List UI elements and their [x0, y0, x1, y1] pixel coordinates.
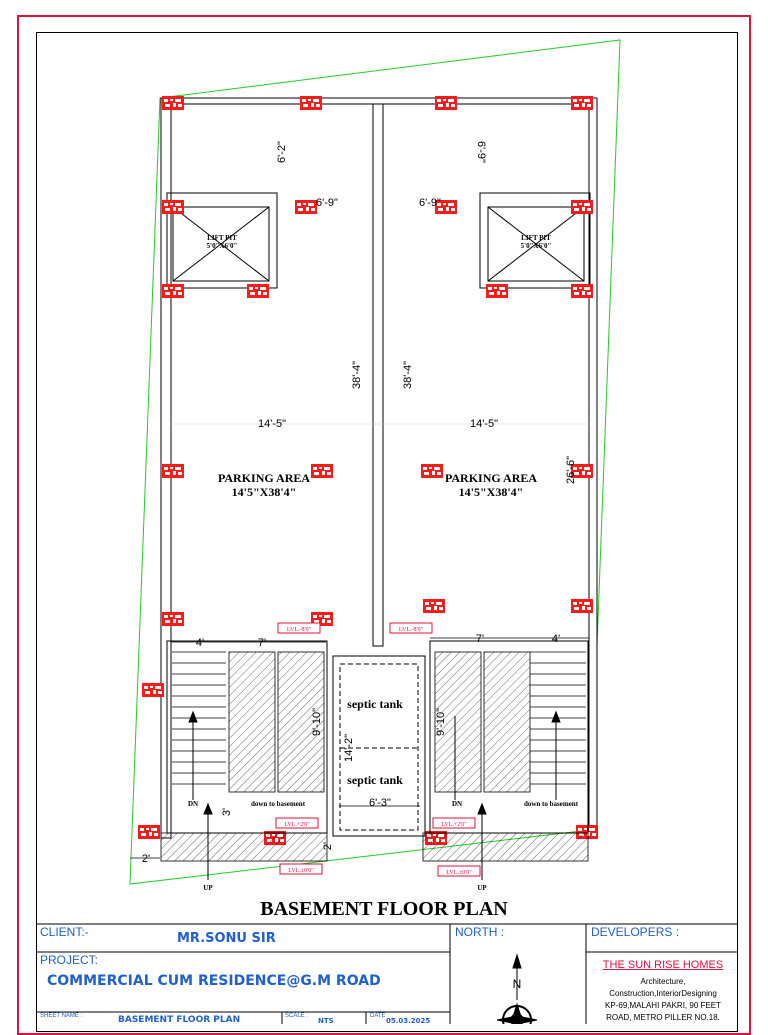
lift-pit-right	[479, 192, 591, 289]
label-parking-right-size: 14'5"X38'4"	[459, 485, 524, 499]
client-label: CLIENT:-	[40, 925, 89, 939]
label-down-right: down to basement	[524, 800, 579, 808]
dim-left-3: 3'	[221, 808, 233, 816]
sheet-label: SHEET NAME :	[40, 1013, 83, 1019]
developers-label: DEVELOPERS :	[591, 925, 680, 939]
label-down-left: down to basement	[251, 800, 306, 808]
ramps	[160, 651, 589, 862]
arrows	[188, 710, 561, 880]
project-value: COMMERCIAL CUM RESIDENCE@G.M ROAD	[47, 973, 381, 989]
dim-septic-width: 6'-3"	[369, 797, 391, 809]
dim-septic-height: 14'-2"	[343, 734, 355, 762]
label-parking-right: PARKING AREA	[445, 471, 537, 485]
dim-ramp-left: 9'-10"	[311, 708, 323, 736]
north-letter: N	[513, 977, 522, 991]
client-value: MR.SONU SIR	[177, 931, 276, 946]
developer-line3: KP-69,MALAHI PAKRI, 90 FEET	[605, 1001, 721, 1010]
level-tags: LVL.-8'0" LVL.-8'0" LVL.+2'0" LVL.+2'0" …	[275, 622, 481, 877]
drawing-title: BASEMENT FLOOR PLAN	[260, 898, 508, 920]
dim-left-top-gap: 6'-2"	[276, 141, 288, 163]
north-label: NORTH :	[455, 925, 505, 939]
label-dn-right: DN	[452, 800, 462, 808]
label-up-left: UP	[203, 884, 213, 892]
label-lift-left-size: 5'0"X6'0"	[207, 242, 238, 250]
scale-label: SCALE :	[285, 1013, 309, 1019]
date-label: DATE :	[370, 1013, 389, 1019]
dim-left-height: 38'-4"	[351, 361, 363, 389]
date-value: 05.03.2025	[386, 1017, 431, 1025]
lvl-tag-left-minus8: LVL.-8'0"	[287, 627, 312, 633]
stair-right	[530, 651, 586, 785]
lvl-tag-right-0: LVL.±0'0"	[446, 870, 472, 876]
label-septic-1: septic tank	[347, 697, 403, 711]
outer-walls	[160, 97, 598, 839]
label-dn-left: DN	[188, 800, 198, 808]
dim-left-lift-width: 6'-9"	[316, 197, 338, 209]
scale-value: NTS	[318, 1017, 334, 1025]
label-lift-right: LIFT PIT	[521, 234, 551, 242]
title-block-grid	[36, 923, 738, 1024]
dim-stair-right-7: 7'	[476, 633, 484, 645]
label-septic-2: septic tank	[347, 773, 403, 787]
label-parking-left-size: 14'5"X38'4"	[232, 485, 297, 499]
dim-right-lift-width: 6'-9"	[419, 197, 441, 209]
dim-bottom-2a: 2'	[142, 853, 150, 865]
dim-bottom-2b: 2'	[322, 842, 334, 850]
label-lift-left: LIFT PIT	[207, 234, 237, 242]
developer-line1: Architecture,	[640, 977, 686, 986]
lvl-tag-right-plus2: LVL.+2'0"	[441, 822, 467, 828]
lift-pit-left	[166, 192, 278, 289]
developer-line4: ROAD, METRO PILLER NO.18.	[606, 1013, 720, 1022]
label-up-right: UP	[477, 884, 487, 892]
project-label: PROJECT:	[40, 953, 99, 967]
dim-stair-left-4: 4'	[196, 637, 204, 649]
lvl-tag-right-minus8: LVL.-8'0"	[399, 627, 424, 633]
developer-name: THE SUN RISE HOMES	[602, 959, 724, 971]
dim-right-height: 38'-4"	[402, 361, 414, 389]
sheet-value: BASEMENT FLOOR PLAN	[118, 1015, 241, 1025]
dim-stair-right-4: 4'	[552, 633, 560, 645]
north-arrow-icon	[496, 953, 538, 1024]
stair-left	[172, 651, 226, 785]
label-lift-right-size: 5'0"X6'0"	[521, 242, 552, 250]
dim-ramp-right: 9'-10"	[435, 708, 447, 736]
dim-right-width: 14'-5"	[470, 418, 498, 430]
dim-right-top-gap: 6'-9"	[475, 141, 487, 163]
lvl-tag-left-plus2: LVL.+2'0"	[284, 822, 310, 828]
dim-lines	[130, 637, 589, 859]
developer-line2: Construction,InteriorDesigning	[609, 989, 717, 998]
dim-left-width: 14'-5"	[258, 418, 286, 430]
dim-stair-left-7: 7'	[258, 637, 266, 649]
dim-right-side: 26'-6"	[565, 456, 577, 484]
lvl-tag-left-0: LVL.±0'0"	[288, 868, 314, 874]
label-parking-left: PARKING AREA	[218, 471, 310, 485]
